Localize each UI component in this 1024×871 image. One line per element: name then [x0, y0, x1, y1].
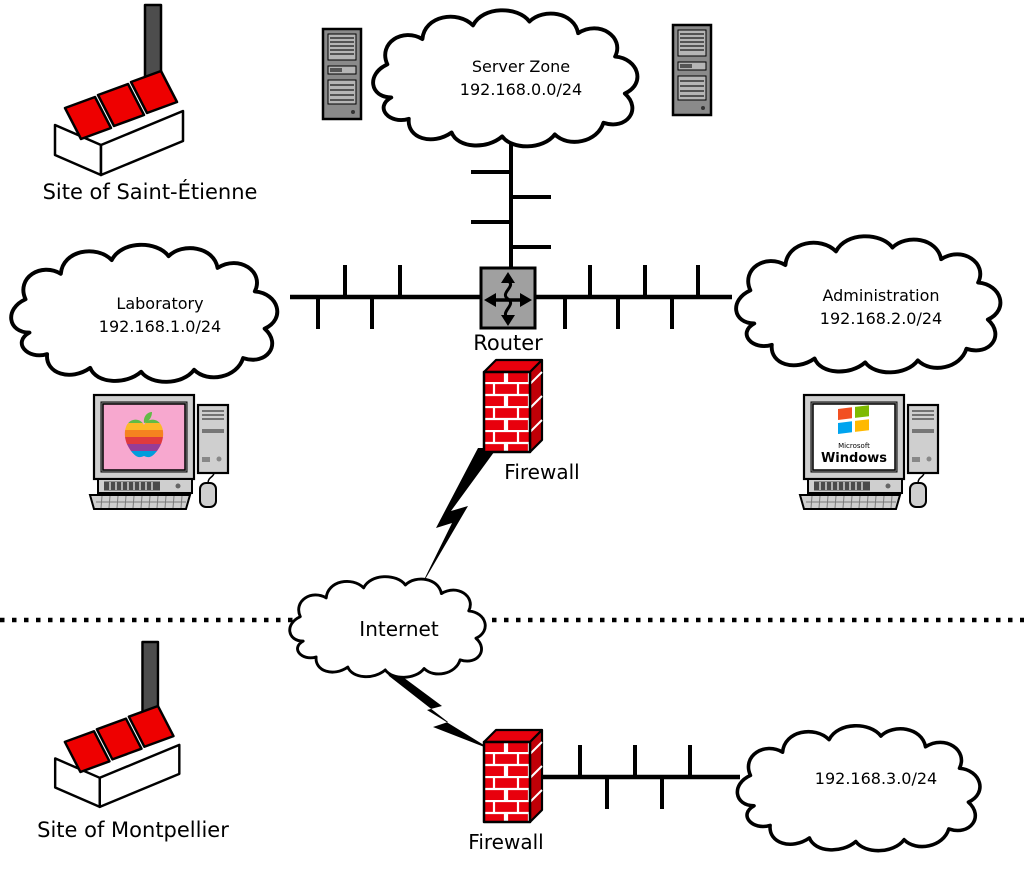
montpellier-bus	[541, 745, 740, 809]
windows-computer-icon: Microsoft Windows	[798, 393, 940, 511]
internet-label: Internet	[359, 617, 439, 641]
router-label: Router	[473, 331, 543, 355]
factory-saint-etienne-icon	[53, 3, 185, 177]
server-zone-label: Server Zone 192.168.0.0/24	[460, 55, 582, 101]
laboratory-label: Laboratory 192.168.1.0/24	[99, 292, 221, 338]
windows-screen	[812, 403, 896, 471]
server-tower-right-icon	[671, 23, 713, 117]
apple-rainbow-logo-icon	[124, 412, 164, 458]
windows-product-text: Windows	[821, 451, 887, 466]
site-saint-etienne-label: Site of Saint-Étienne	[42, 180, 258, 204]
administration-name: Administration	[822, 286, 940, 305]
server-zone-cidr: 192.168.0.0/24	[459, 80, 583, 99]
wan-bolt-montpellier	[380, 660, 492, 750]
apple-computer-icon	[88, 393, 230, 511]
microsoft-brand-text: Microsoft	[838, 442, 870, 450]
router-icon	[479, 266, 537, 330]
laboratory-cidr: 192.168.1.0/24	[98, 317, 222, 336]
server-zone-name: Server Zone	[471, 57, 571, 76]
server-zone-link	[471, 140, 551, 268]
laboratory-name: Laboratory	[116, 294, 204, 313]
firewall-montpellier-icon	[482, 728, 544, 824]
firewall-main-icon	[482, 358, 544, 454]
wan-bolt-main	[420, 448, 497, 588]
site-montpellier-label: Site of Montpellier	[37, 818, 229, 842]
server-tower-left-icon	[321, 27, 363, 121]
firewall-montpellier-label: Firewall	[468, 830, 544, 854]
firewall-main-label: Firewall	[504, 460, 580, 484]
factory-montpellier-icon	[53, 640, 181, 809]
administration-cidr: 192.168.2.0/24	[819, 309, 943, 328]
montpellier-lan-cloud	[735, 723, 982, 853]
administration-label: Administration 192.168.2.0/24	[820, 284, 942, 330]
montpellier-lan-cidr: 192.168.3.0/24	[814, 769, 938, 788]
windows-flag-icon	[838, 405, 869, 434]
